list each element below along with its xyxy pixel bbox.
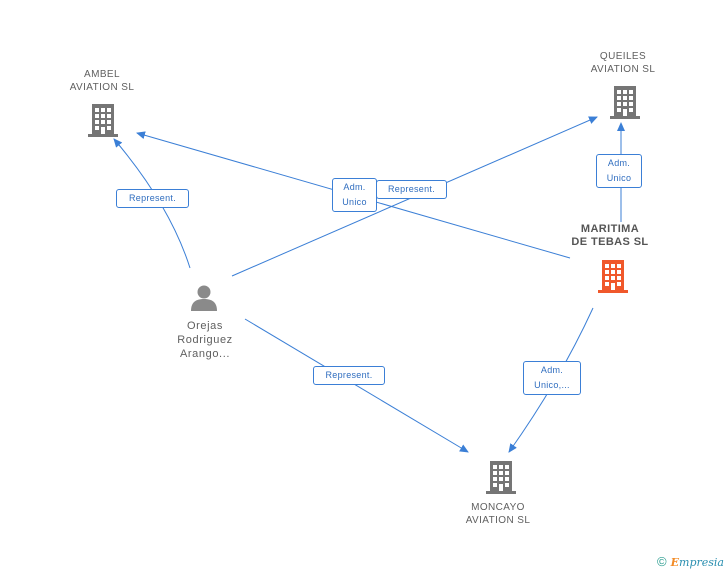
node-label-queiles: QUEILES AVIATION SL <box>590 51 656 75</box>
edge-label-orejas-ambel[interactable]: Represent. <box>116 189 189 208</box>
building-icon[interactable] <box>598 258 628 294</box>
building-icon[interactable] <box>88 102 118 138</box>
edge-label-orejas-queiles[interactable]: Represent. <box>376 180 447 199</box>
copyright-icon: © <box>657 554 667 569</box>
edge-orejas-moncayo <box>244 318 469 453</box>
edge-label-maritima-ambel[interactable]: Adm. Unico <box>332 178 377 212</box>
node-label-ambel: AMBEL AVIATION SL <box>69 69 135 93</box>
node-label-moncayo: MONCAYO AVIATION SL <box>465 502 531 526</box>
brand-footer: ©Empresia <box>657 554 724 569</box>
edge-label-maritima-moncayo[interactable]: Adm. Unico,... <box>523 361 581 395</box>
node-label-orejas: Orejas Rodriguez Arango... <box>177 320 233 360</box>
building-icon[interactable] <box>610 84 640 120</box>
node-label-maritima: MARITIMA DE TEBAS SL <box>571 223 649 248</box>
edge-label-orejas-moncayo[interactable]: Represent. <box>313 366 385 385</box>
edge-label-maritima-queiles[interactable]: Adm. Unico <box>596 154 642 188</box>
building-icon[interactable] <box>486 459 516 495</box>
brand-logo: Empresia <box>670 556 724 569</box>
person-icon[interactable] <box>190 284 218 312</box>
